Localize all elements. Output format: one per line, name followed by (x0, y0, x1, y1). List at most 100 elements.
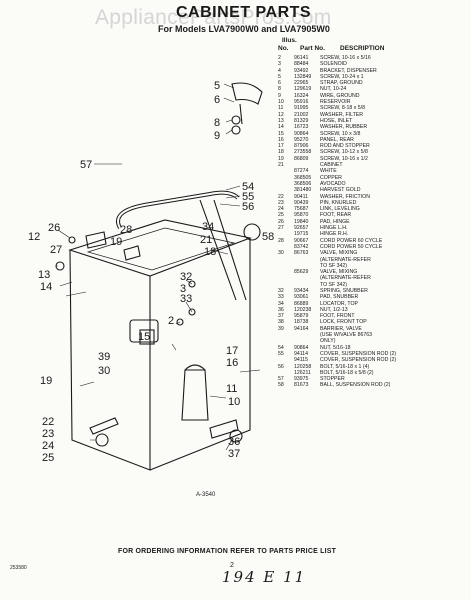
part-desc-cell: WASHER, RUBBER (320, 124, 368, 131)
part-part-cell: 120258 (294, 363, 312, 370)
part-no-cell: 27 (278, 225, 284, 232)
part-desc-cell: TO SF 342) (320, 262, 348, 269)
part-no-cell: 24 (278, 206, 284, 213)
table-row: (ALTERNATE-REFER (278, 275, 468, 281)
part-no-cell: 11 (278, 105, 284, 112)
callout-15: 15 (138, 331, 150, 343)
part-part-cell: 81329 (294, 117, 309, 124)
part-no-cell: 4 (278, 67, 281, 74)
part-part-cell: 381480 (294, 187, 312, 194)
part-desc-cell: VALVE, MIXING (320, 250, 358, 257)
page-title: CABINET PARTS (176, 4, 312, 21)
header-illus: Illus. (282, 37, 297, 44)
table-row: 38 18738 LOCK, FRONT TOP (278, 319, 468, 325)
part-desc-cell: VALVE, MIXING (320, 269, 358, 276)
callout-55: 55 (242, 191, 254, 203)
callout-16: 16 (226, 357, 238, 369)
part-no-cell: 15 (278, 130, 284, 137)
part-desc-cell: HARVEST GOLD (320, 187, 361, 194)
part-no-cell: 10 (278, 99, 284, 106)
part-no-cell: 2 (278, 55, 281, 61)
part-desc-cell: BRACKET, DISPENSER (320, 67, 377, 74)
part-no-cell: 14 (278, 124, 284, 131)
table-row: TO SF 342) (278, 282, 468, 288)
part-part-cell: 368505 (294, 174, 312, 181)
part-part-cell: 83742 (294, 243, 309, 250)
part-no-cell: 6 (278, 80, 281, 87)
part-desc-cell: LOCK, FRONT TOP (320, 319, 367, 326)
callout-27: 27 (50, 244, 62, 256)
part-part-cell: 81673 (294, 382, 309, 389)
callout-19-side: 19 (40, 375, 52, 387)
part-part-cell: 93492 (294, 67, 309, 74)
part-no-cell: 30 (278, 250, 284, 257)
part-part-cell: 16324 (294, 92, 309, 99)
part-part-cell: 86889 (294, 300, 309, 307)
ordering-footer: FOR ORDERING INFORMATION REFER TO PARTS … (118, 548, 337, 555)
part-no-cell: 19 (278, 155, 284, 162)
callout-6: 6 (214, 94, 220, 106)
part-part-cell: 94115 (294, 357, 309, 364)
part-desc-cell: (ALTERNATE-REFER (320, 256, 371, 263)
part-part-cell: 90667 (294, 237, 309, 244)
part-desc-cell: TO SF 342) (320, 281, 348, 288)
table-row: 28 90667 CORD POWER 60 CYCLE (278, 238, 468, 244)
part-desc-cell: CORD POWER 50 CYCLE (320, 243, 383, 250)
part-desc-cell: LINK, LEVELING (320, 206, 360, 213)
part-part-cell: 85629 (294, 269, 309, 276)
callout-54: 54 (242, 181, 254, 193)
part-part-cell: 91995 (294, 105, 309, 112)
page-number: 2 (230, 562, 234, 569)
callout-32: 32 (180, 271, 192, 283)
part-desc-cell: AVOCADO (320, 180, 346, 187)
callout-57: 57 (80, 159, 92, 171)
part-part-cell: 90439 (294, 199, 309, 206)
callout-24: 24 (42, 440, 54, 452)
part-desc-cell: SOLENOID (320, 61, 347, 68)
part-desc-cell: COVER, SUSPENSION ROD (2) (320, 350, 397, 357)
part-desc-cell: CORD POWER 60 CYCLE (320, 237, 383, 244)
part-part-cell: 94164 (294, 325, 309, 332)
part-no-cell: 58 (278, 382, 284, 389)
callout-36: 36 (228, 436, 240, 448)
part-desc-cell: PIN, KNURLED (320, 199, 357, 206)
callout-3: 3 (180, 283, 186, 295)
part-desc-cell: ROD AND STOPPER (320, 143, 370, 150)
callout-56: 56 (242, 201, 254, 213)
part-part-cell: 18738 (294, 319, 309, 326)
part-part-cell: 132849 (294, 73, 312, 80)
part-no-cell: 25 (278, 212, 284, 219)
part-no-cell: 28 (278, 237, 284, 244)
part-no-cell: 17 (278, 143, 284, 150)
part-desc-cell: ONLY) (320, 338, 336, 345)
part-part-cell: 96141 (294, 55, 309, 61)
callout-21: 21 (200, 234, 212, 246)
callout-28: 28 (120, 224, 132, 236)
callout-9: 9 (214, 130, 220, 142)
part-desc-cell: FOOT, REAR (320, 212, 352, 219)
part-desc-cell: (ALTERNATE-REFER (320, 275, 371, 282)
callout-19-top: 19 (110, 236, 122, 248)
part-no-cell: 54 (278, 344, 284, 351)
part-desc-cell: HOSE, INLET (320, 117, 353, 124)
part-desc-cell: BOLT, 5/16-18 x 5/8 (2) (320, 369, 374, 376)
part-part-cell: 90411 (294, 193, 309, 200)
part-no-cell: 38 (278, 319, 284, 326)
table-row: 83742 CORD POWER 50 CYCLE (278, 244, 468, 250)
part-no-cell: 33 (278, 294, 284, 301)
callout-37: 37 (228, 448, 240, 460)
part-no-cell: 55 (278, 350, 284, 357)
